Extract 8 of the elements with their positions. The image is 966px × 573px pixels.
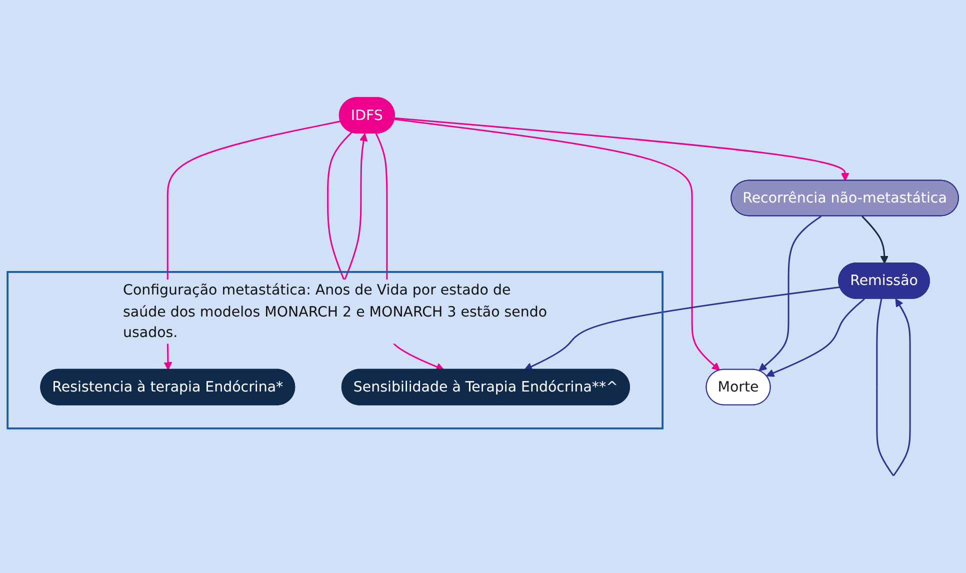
- arrow: [524, 286, 840, 370]
- arrow: [394, 117, 850, 181]
- arrow: [876, 298, 911, 476]
- arrow: [758, 215, 822, 372]
- arrow: [327, 132, 368, 281]
- arrow: [766, 298, 865, 377]
- arrow: [862, 215, 888, 264]
- arrow: [394, 118, 720, 371]
